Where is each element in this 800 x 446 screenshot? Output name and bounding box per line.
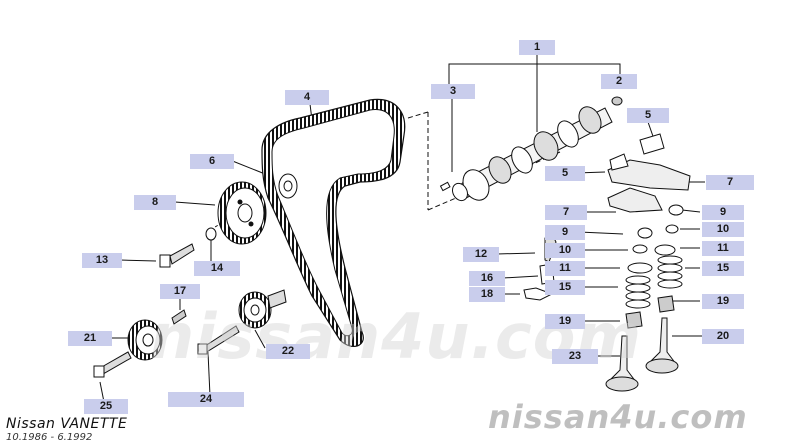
- callout-1[interactable]: 1: [519, 40, 555, 55]
- callout-8[interactable]: 8: [134, 195, 176, 210]
- callout-21[interactable]: 21: [68, 331, 112, 346]
- valve-spring-right: [657, 255, 683, 289]
- callout-17[interactable]: 17: [160, 284, 200, 299]
- callout-11a[interactable]: 11: [702, 241, 744, 256]
- callout-5b[interactable]: 5: [545, 166, 585, 181]
- callout-2[interactable]: 2: [601, 74, 637, 89]
- bolts: [93, 310, 239, 378]
- valve-spring-left: [625, 275, 651, 309]
- callout-10a[interactable]: 10: [702, 222, 744, 237]
- idler-pulley: [278, 173, 298, 199]
- timing-belt: [262, 99, 405, 346]
- callout-24[interactable]: 24: [168, 392, 244, 407]
- callout-19b[interactable]: 19: [545, 314, 585, 329]
- callout-13[interactable]: 13: [82, 253, 122, 268]
- callout-15b[interactable]: 15: [545, 280, 585, 295]
- camshaft-sprocket: [217, 181, 267, 245]
- watermark-small: nissan4u.com: [488, 398, 748, 436]
- callout-16[interactable]: 16: [469, 271, 505, 286]
- camshaft: [439, 106, 612, 202]
- callout-25[interactable]: 25: [84, 399, 128, 414]
- leader-lines: [100, 54, 705, 402]
- sprocket-bolt: [159, 244, 194, 268]
- callout-6[interactable]: 6: [190, 154, 234, 169]
- rocker-arms: [608, 134, 690, 212]
- callout-7a[interactable]: 7: [706, 175, 754, 190]
- callout-12[interactable]: 12: [463, 247, 499, 262]
- callout-4[interactable]: 4: [285, 90, 329, 105]
- production-dates: 10.1986 - 6.1992: [6, 432, 93, 443]
- callout-9b[interactable]: 9: [545, 225, 585, 240]
- callout-7b[interactable]: 7: [545, 205, 587, 220]
- callout-19a[interactable]: 19: [702, 294, 744, 309]
- callout-3[interactable]: 3: [431, 84, 475, 99]
- callout-15a[interactable]: 15: [702, 261, 744, 276]
- callout-22[interactable]: 22: [266, 344, 310, 359]
- callout-14[interactable]: 14: [194, 261, 240, 276]
- camshaft-plug: [611, 96, 623, 106]
- callout-18[interactable]: 18: [469, 287, 505, 302]
- tensioner-pulley: [238, 290, 286, 329]
- callout-23[interactable]: 23: [552, 349, 598, 364]
- washer: [205, 227, 217, 241]
- callout-5a[interactable]: 5: [627, 108, 669, 123]
- callout-20[interactable]: 20: [702, 329, 744, 344]
- callout-9a[interactable]: 9: [702, 205, 744, 220]
- callout-10b[interactable]: 10: [545, 243, 585, 258]
- callout-11b[interactable]: 11: [545, 261, 585, 276]
- crank-sprocket: [127, 319, 163, 361]
- vehicle-model: Nissan VANETTE: [6, 416, 128, 432]
- valve-parts: [524, 204, 684, 392]
